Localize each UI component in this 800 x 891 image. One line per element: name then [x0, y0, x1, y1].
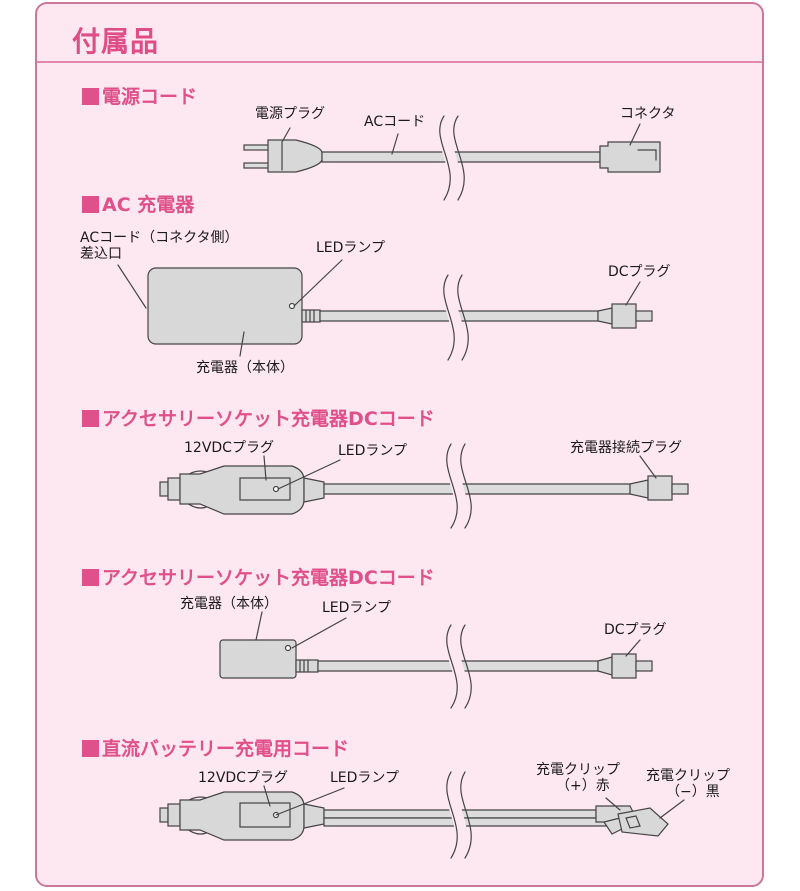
heading-socket-dc-cord-1: アクセサリーソケット充電器DCコード — [82, 404, 435, 431]
label-charger-body: 充電器（本体） — [180, 596, 278, 612]
label-12vdc-plug: 12VDCプラグ — [184, 440, 274, 456]
square-bullet-icon — [82, 410, 99, 427]
label-dc-plug: DCプラグ — [604, 622, 667, 638]
label-charger-body: 充電器（本体） — [196, 360, 294, 376]
label-dc-plug: DCプラグ — [608, 264, 671, 280]
heading-battery-cord: 直流バッテリー充電用コード — [82, 734, 349, 761]
label-led-lamp: LEDランプ — [322, 600, 392, 616]
label-clip-red-polarity: （+）赤 — [556, 778, 610, 794]
label-clip-black-polarity: （−）黒 — [666, 784, 720, 800]
square-bullet-icon — [82, 740, 99, 757]
label-ac-cord: ACコード — [364, 114, 426, 130]
label-ac-inlet-2: 差込口 — [80, 246, 122, 262]
label-led-lamp: LEDランプ — [316, 240, 386, 256]
socket-charger-body-illustration — [219, 611, 653, 714]
label-led-lamp: LEDランプ — [338, 443, 408, 459]
label-power-plug: 電源プラグ — [255, 106, 325, 122]
square-bullet-icon — [82, 196, 99, 213]
socket-dc-cord-illustration — [159, 438, 689, 534]
heading-socket-dc-cord-2: アクセサリーソケット充電器DCコード — [82, 563, 435, 590]
label-charger-connect-plug: 充電器接続プラグ — [570, 440, 682, 456]
ac-charger-illustration — [117, 259, 653, 366]
power-cord-illustration — [243, 110, 661, 206]
label-12vdc-plug: 12VDCプラグ — [198, 770, 288, 786]
heading-power-cord: 電源コード — [82, 82, 197, 109]
label-ac-inlet: ACコード（コネクタ側） — [80, 230, 239, 246]
label-connector: コネクタ — [620, 106, 676, 122]
battery-cord-illustration — [159, 766, 685, 864]
heading-ac-charger: AC 充電器 — [82, 190, 194, 217]
label-clip-red: 充電クリップ — [536, 762, 620, 778]
square-bullet-icon — [82, 88, 99, 105]
label-led-lamp: LEDランプ — [330, 770, 400, 786]
title-divider — [37, 61, 762, 63]
page-title: 付属品 — [72, 25, 160, 58]
square-bullet-icon — [82, 569, 99, 586]
label-clip-black: 充電クリップ — [646, 768, 730, 784]
